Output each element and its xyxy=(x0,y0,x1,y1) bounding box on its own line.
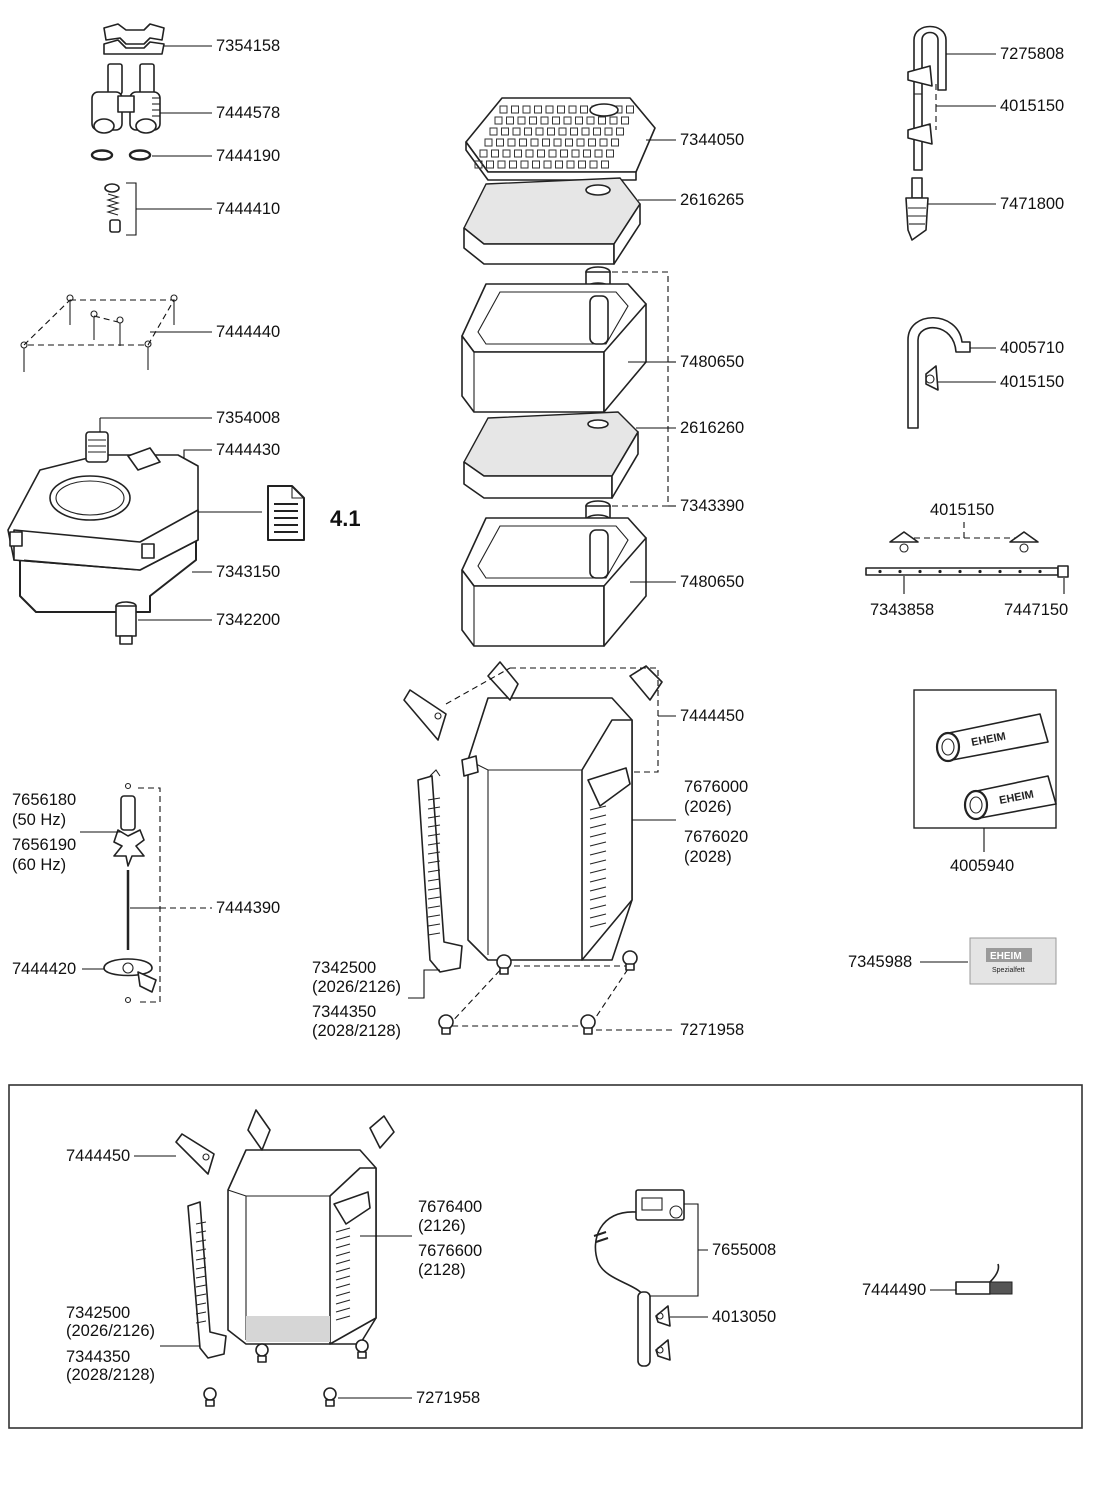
label-2128: (2128) xyxy=(418,1261,466,1279)
label-7345988: 7345988 xyxy=(848,953,912,971)
label-7676020: 7676020 xyxy=(684,828,748,846)
outlet-pipe-part-4005710 xyxy=(907,317,971,429)
label-7342500: 7342500 xyxy=(312,959,376,977)
label-2026: (2026) xyxy=(684,798,732,816)
grease-sachet-part-7345988: EHEIM Spezialfett xyxy=(969,937,1057,985)
o-rings-part-7444190 xyxy=(90,149,152,161)
label-4015150-b: 4015150 xyxy=(1000,373,1064,391)
label-2026-2126-variant: (2026/2126) xyxy=(66,1322,155,1340)
hose-part-4005940: EHEIM EHEIM xyxy=(935,713,1057,821)
label-7676600: 7676600 xyxy=(418,1242,482,1260)
label-7271958-variant: 7271958 xyxy=(416,1389,480,1407)
label-7444440: 7444440 xyxy=(216,323,280,341)
label-7655008: 7655008 xyxy=(712,1241,776,1259)
label-2028-2128: (2028/2128) xyxy=(312,1022,401,1040)
label-7444490: 7444490 xyxy=(862,1281,926,1299)
label-2616260: 2616260 xyxy=(680,419,744,437)
basket-part-7480650-upper xyxy=(461,283,647,413)
label-7676000: 7676000 xyxy=(684,778,748,796)
label-7444390: 7444390 xyxy=(216,899,280,917)
label-4005710: 4005710 xyxy=(1000,339,1064,357)
label-7444410: 7444410 xyxy=(216,200,280,218)
label-7676400: 7676400 xyxy=(418,1198,482,1216)
doc-reference-label: 4.1 xyxy=(330,506,361,531)
label-7343858: 7343858 xyxy=(870,601,934,619)
label-7343390: 7343390 xyxy=(680,497,744,515)
label-7343150: 7343150 xyxy=(216,563,280,581)
screws-part-7444440 xyxy=(20,294,178,372)
label-4013050: 4013050 xyxy=(712,1308,776,1326)
label-2028-2128-variant: (2028/2128) xyxy=(66,1366,155,1384)
handle-part-7342500 xyxy=(417,769,463,973)
label-60hz: (60 Hz) xyxy=(12,856,66,874)
intake-pipe-part-7275808 xyxy=(907,25,947,171)
label-7271958: 7271958 xyxy=(680,1021,744,1039)
heater-part-7655008 xyxy=(593,1189,685,1367)
clip-part-7354158 xyxy=(103,23,165,55)
impeller-part xyxy=(103,782,157,1004)
connector-part-7342200 xyxy=(115,601,137,645)
label-7342500-variant: 7342500 xyxy=(66,1304,130,1322)
label-7444420: 7444420 xyxy=(12,960,76,978)
label-7444430: 7444430 xyxy=(216,441,280,459)
label-7344050: 7344050 xyxy=(680,131,744,149)
label-7480650-lower: 7480650 xyxy=(680,573,744,591)
hose-box xyxy=(913,689,1057,829)
label-2026-2126: (2026/2126) xyxy=(312,978,401,996)
label-7344350-variant: 7344350 xyxy=(66,1348,130,1366)
label-7471800: 7471800 xyxy=(1000,195,1064,213)
sponge-part-2616260 xyxy=(463,411,639,499)
label-4015150-c: 4015150 xyxy=(930,501,994,519)
label-7447150: 7447150 xyxy=(1004,601,1068,619)
label-7354158: 7354158 xyxy=(216,37,280,55)
label-7656180: 7656180 xyxy=(12,791,76,809)
latch-part-7444450 xyxy=(403,689,447,741)
feet-part-7271958-variant xyxy=(203,1339,369,1407)
feet-part-7271958 xyxy=(438,950,638,1035)
label-7444450: 7444450 xyxy=(680,707,744,725)
sponge-part-2616265 xyxy=(463,177,641,265)
pump-head-part xyxy=(7,431,199,613)
handle-part-7342500-variant xyxy=(187,1201,227,1359)
label-7342200: 7342200 xyxy=(216,611,280,629)
part-7444490 xyxy=(955,1263,1013,1295)
label-7444578: 7444578 xyxy=(216,104,280,122)
sachet-brand: EHEIM xyxy=(990,951,1022,962)
spring-set-part-7444410 xyxy=(104,183,121,233)
label-7354008: 7354008 xyxy=(216,409,280,427)
label-7275808: 7275808 xyxy=(1000,45,1064,63)
label-7480650-upper: 7480650 xyxy=(680,353,744,371)
latch-part-7444450-variant xyxy=(175,1133,215,1175)
canister-part-7676000 xyxy=(461,661,663,961)
intake-strainer-part-7471800 xyxy=(905,177,929,241)
basket-part-7480650-lower xyxy=(461,517,647,647)
label-50hz: (50 Hz) xyxy=(12,811,66,829)
label-2028: (2028) xyxy=(684,848,732,866)
document-icon xyxy=(267,485,305,541)
label-7344350: 7344350 xyxy=(312,1003,376,1021)
label-2616265: 2616265 xyxy=(680,191,744,209)
spray-bar-part-7343858 xyxy=(865,531,1069,578)
label-4015150-a: 4015150 xyxy=(1000,97,1064,115)
grid-plate-part-7344050 xyxy=(465,97,656,181)
variant-parts-box xyxy=(8,1084,1083,1429)
label-7444190: 7444190 xyxy=(216,147,280,165)
canister-part-7676400 xyxy=(227,1109,395,1345)
label-2126: (2126) xyxy=(418,1217,466,1235)
label-7444450-variant: 7444450 xyxy=(66,1147,130,1165)
valve-part-7444578 xyxy=(91,63,161,134)
label-4005940: 4005940 xyxy=(950,857,1014,875)
sachet-text: Spezialfett xyxy=(992,967,1025,974)
label-7656190: 7656190 xyxy=(12,836,76,854)
